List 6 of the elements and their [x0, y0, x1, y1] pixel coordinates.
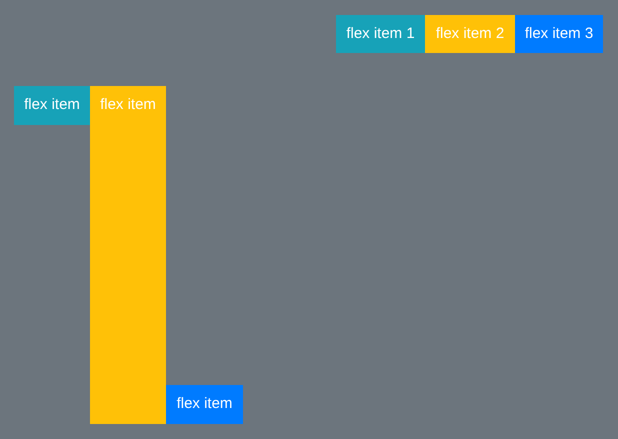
- flex-item-box: flex item 2: [425, 15, 515, 53]
- flex-item-box: flex item 3: [515, 15, 603, 53]
- flex-item-box: flex item: [90, 86, 166, 424]
- flex-item-box: flex item: [14, 86, 90, 125]
- flex-item-box: flex item 1: [336, 15, 425, 53]
- flex-item-box: flex item: [166, 385, 243, 424]
